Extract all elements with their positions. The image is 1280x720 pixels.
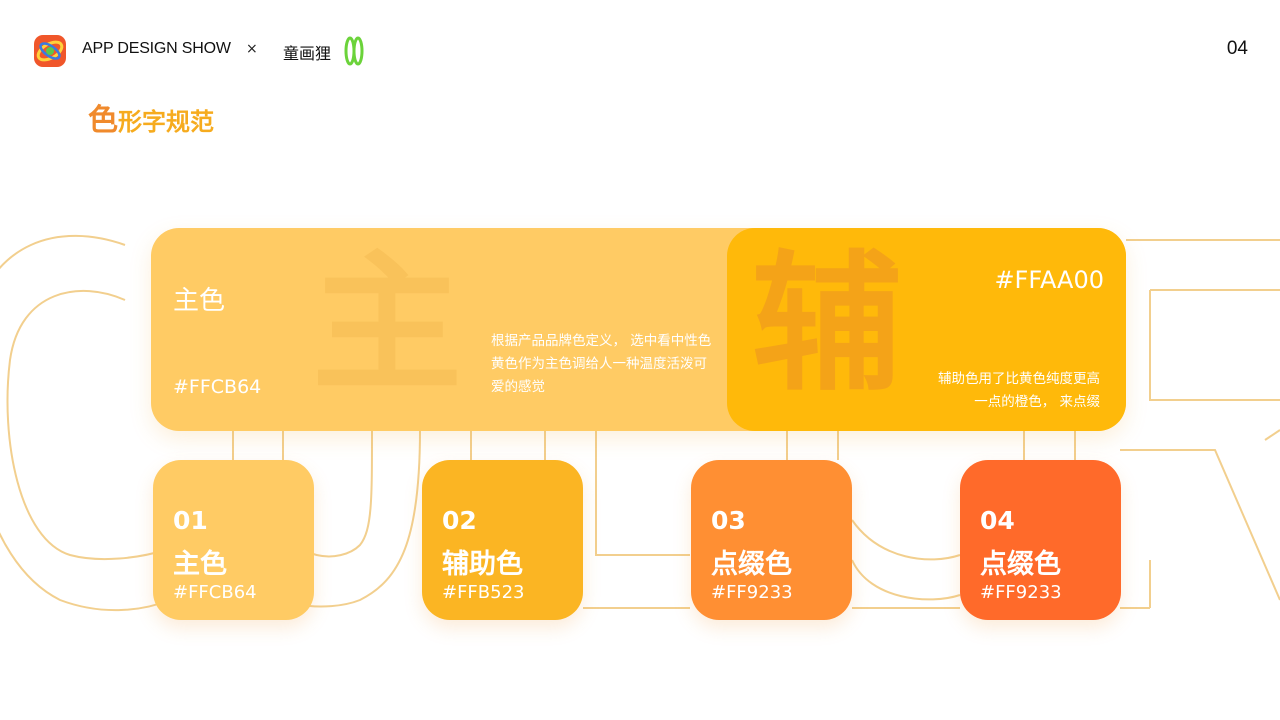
aux-color-hex: #FFAA00: [994, 266, 1104, 294]
swatch-hex: #FFB523: [442, 582, 525, 603]
aux-watermark-glyph: 辅: [752, 238, 903, 412]
partner-logo-icon: [344, 36, 364, 66]
swatch-number: 02: [442, 506, 477, 535]
swatch-number: 04: [980, 506, 1015, 535]
swatch-name: 点缀色: [711, 549, 792, 580]
swatch-name: 点缀色: [980, 549, 1061, 580]
section-title: 色形字规范: [88, 95, 214, 139]
aux-color-card: [727, 228, 1126, 431]
main-color-description: 根据产品品牌色定义， 选中看中性色黄色作为主色调给人一种温度活泼可爱的感觉: [491, 333, 712, 395]
brand-name: APP DESIGN SHOW: [82, 40, 231, 57]
header: APP DESIGN SHOW × 童画狸 04: [0, 0, 1280, 100]
app-logo-icon: [34, 35, 66, 67]
swatch-number: 01: [173, 506, 208, 535]
main-color-title: 主色: [173, 286, 226, 316]
main-color-hex: #FFCB64: [173, 376, 262, 398]
swatch-number: 03: [711, 506, 746, 535]
swatch-hex: #FF9233: [980, 582, 1062, 603]
aux-description-line-2: 一点的橙色， 来点缀: [974, 394, 1100, 410]
swatch-card-3: 03 点缀色 #FF9233: [691, 460, 852, 620]
section-title-first: 色: [88, 103, 118, 138]
swatch-hex: #FF9233: [711, 582, 793, 603]
aux-color-description: 辅助色用了比黄色纯度更高 一点的橙色， 来点缀: [890, 368, 1100, 414]
swatch-name: 辅助色: [442, 549, 523, 580]
swatch-name: 主色: [173, 549, 227, 580]
section-title-rest: 形字规范: [118, 108, 214, 136]
main-watermark-glyph: 主: [312, 238, 463, 412]
swatch-hex: #FFCB64: [173, 582, 257, 603]
page-number: 04: [1226, 38, 1248, 59]
aux-description-line-1: 辅助色用了比黄色纯度更高: [938, 371, 1100, 387]
partner-name: 童画狸: [283, 44, 332, 63]
cross-symbol: ×: [246, 41, 258, 57]
swatch-card-1: 01 主色 #FFCB64: [153, 460, 314, 620]
swatch-card-4: 04 点缀色 #FF9233: [960, 460, 1121, 620]
swatch-card-2: 02 辅助色 #FFB523: [422, 460, 583, 620]
